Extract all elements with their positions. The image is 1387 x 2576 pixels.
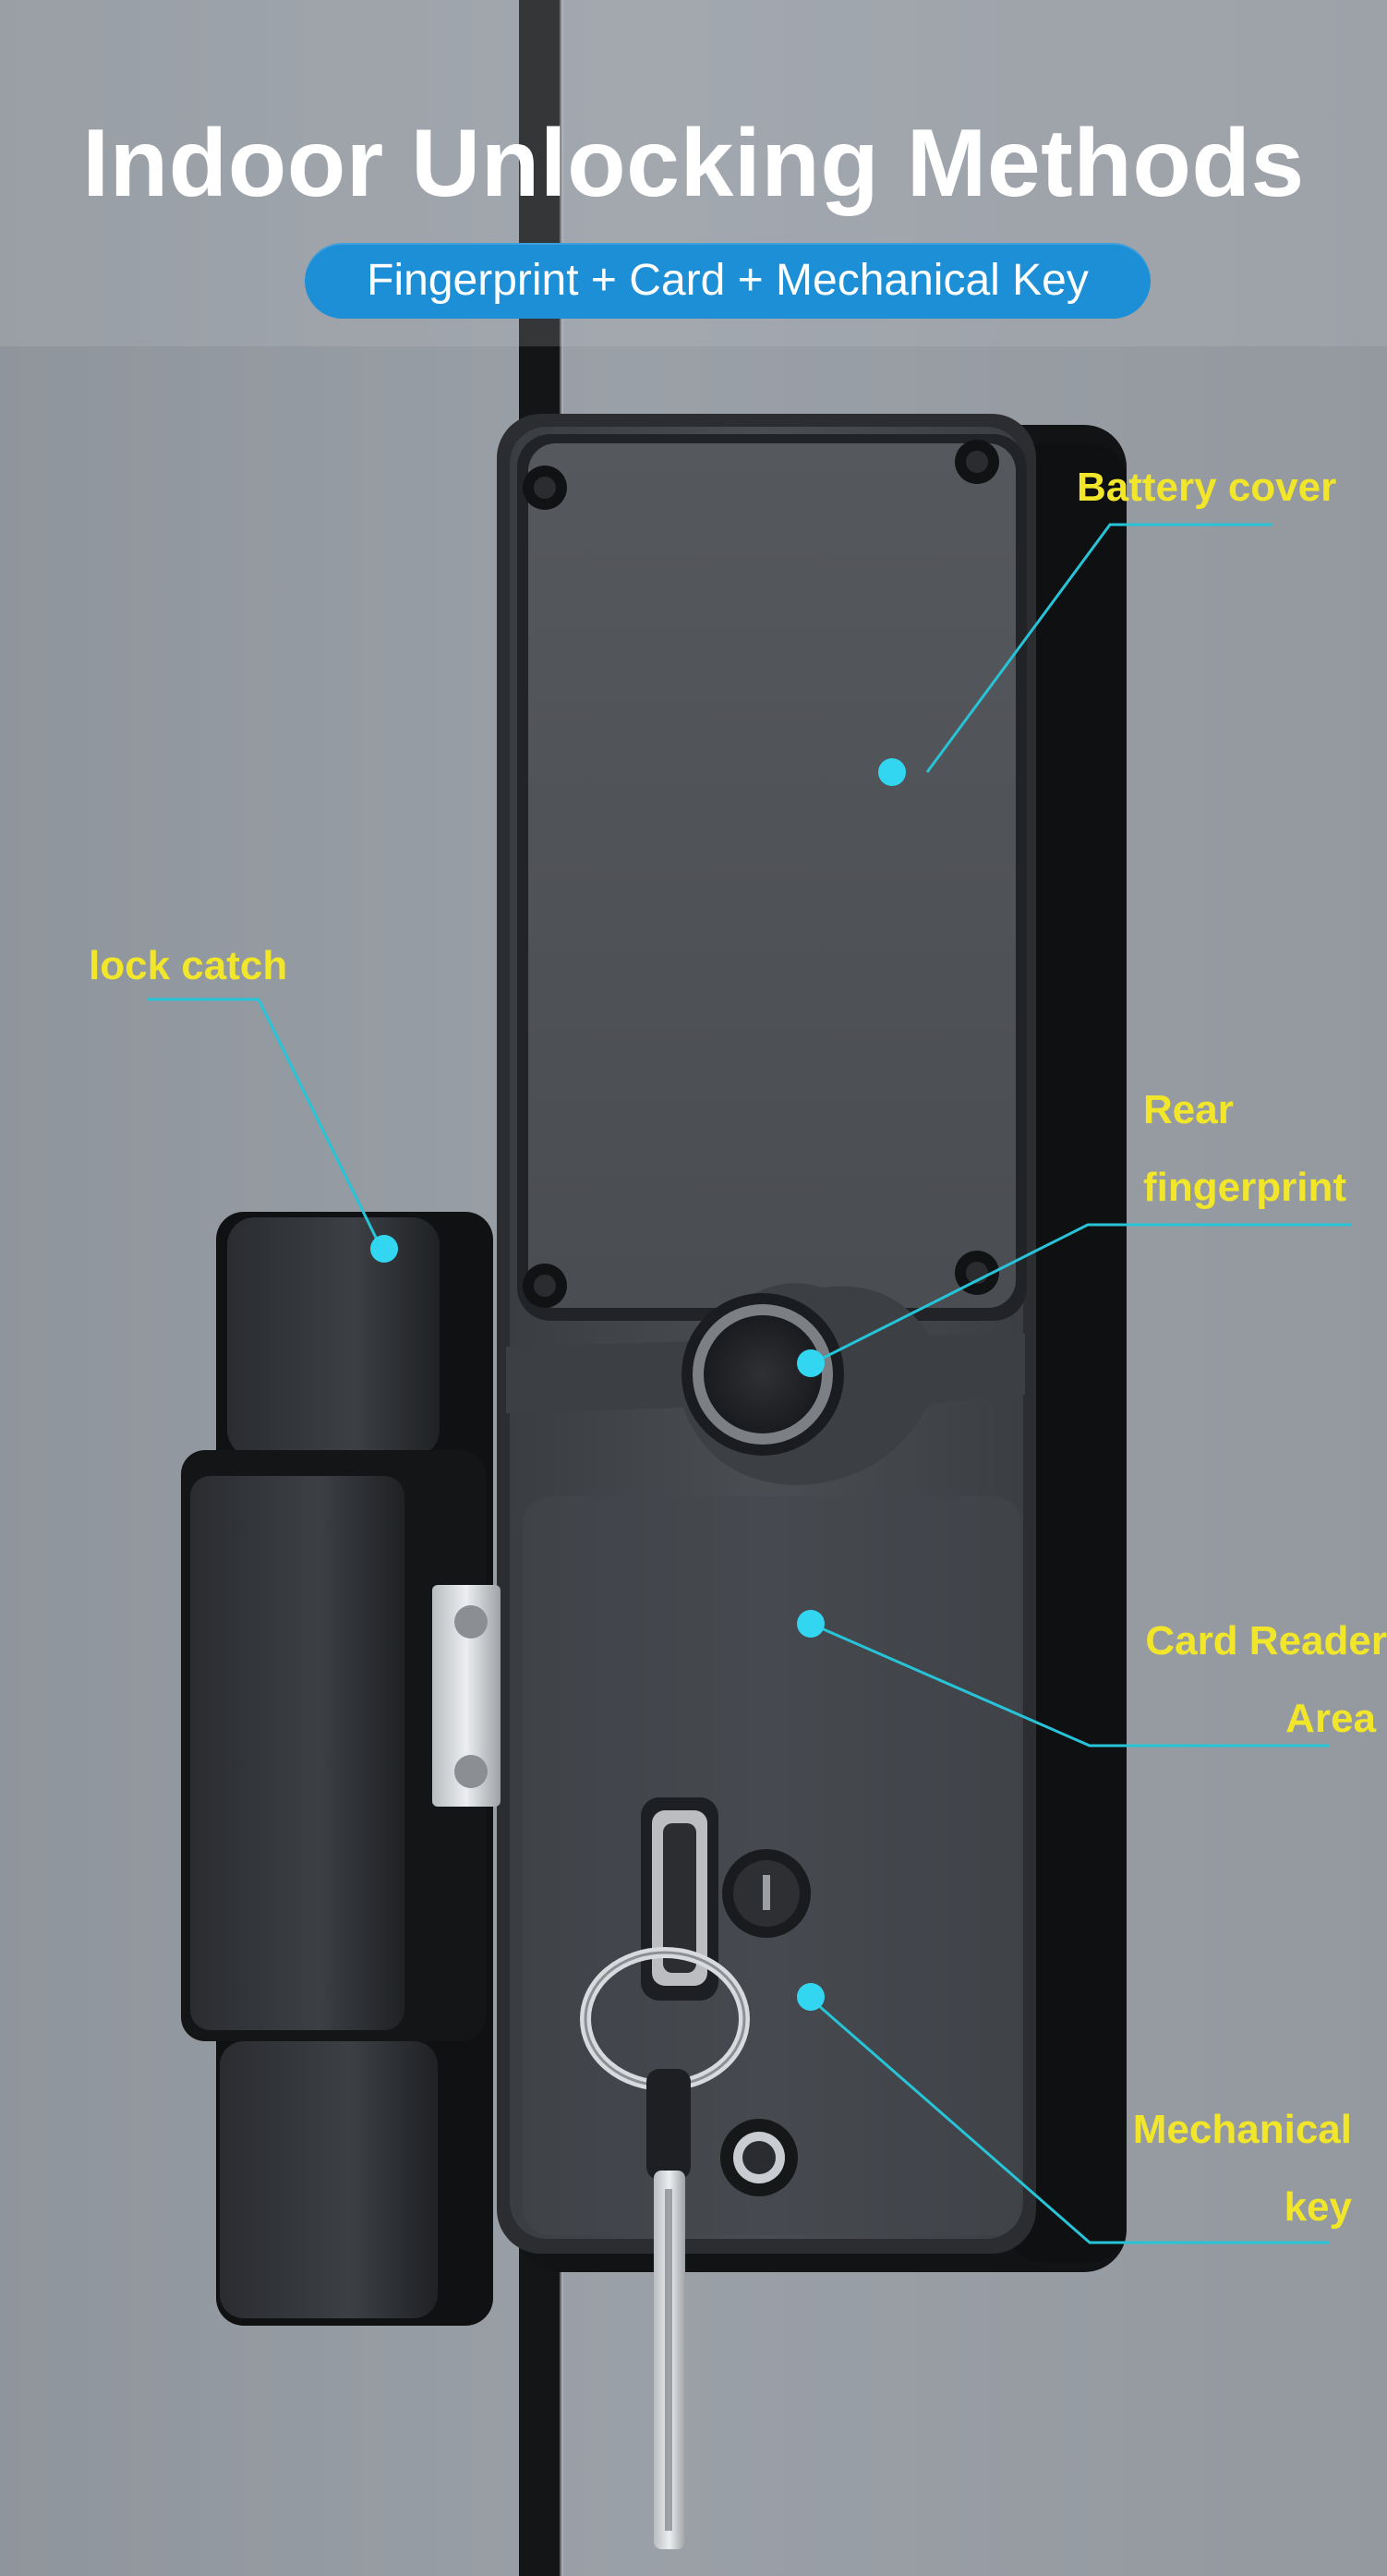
- callout-dots: [370, 758, 906, 2011]
- fingerprint-sensor: [704, 1315, 822, 1433]
- callout-rear-fingerprint-line2: fingerprint: [1143, 1165, 1346, 1210]
- callout-card-reader-line2: Area: [1285, 1696, 1376, 1741]
- callout-leader-lines: [148, 523, 1352, 2244]
- subtitle-text: Fingerprint + Card + Mechanical Key: [367, 256, 1089, 305]
- hanging-key-head: [646, 2069, 691, 2180]
- page-title: Indoor Unlocking Methods: [82, 110, 1305, 217]
- subtitle-pill: Fingerprint + Card + Mechanical Key: [305, 243, 1151, 319]
- callout-card-reader-line1: Card Reader: [1145, 1618, 1387, 1663]
- callout-battery-cover: Battery cover: [1077, 465, 1337, 510]
- callout-rear-fingerprint-line1: Rear: [1143, 1087, 1234, 1132]
- strike-plate: [432, 1585, 501, 1807]
- callout-lock-catch: lock catch: [89, 943, 288, 988]
- callout-mechanical-key-line1: Mechanical: [1132, 2107, 1352, 2152]
- callout-mechanical-key-line2: key: [1284, 2184, 1352, 2230]
